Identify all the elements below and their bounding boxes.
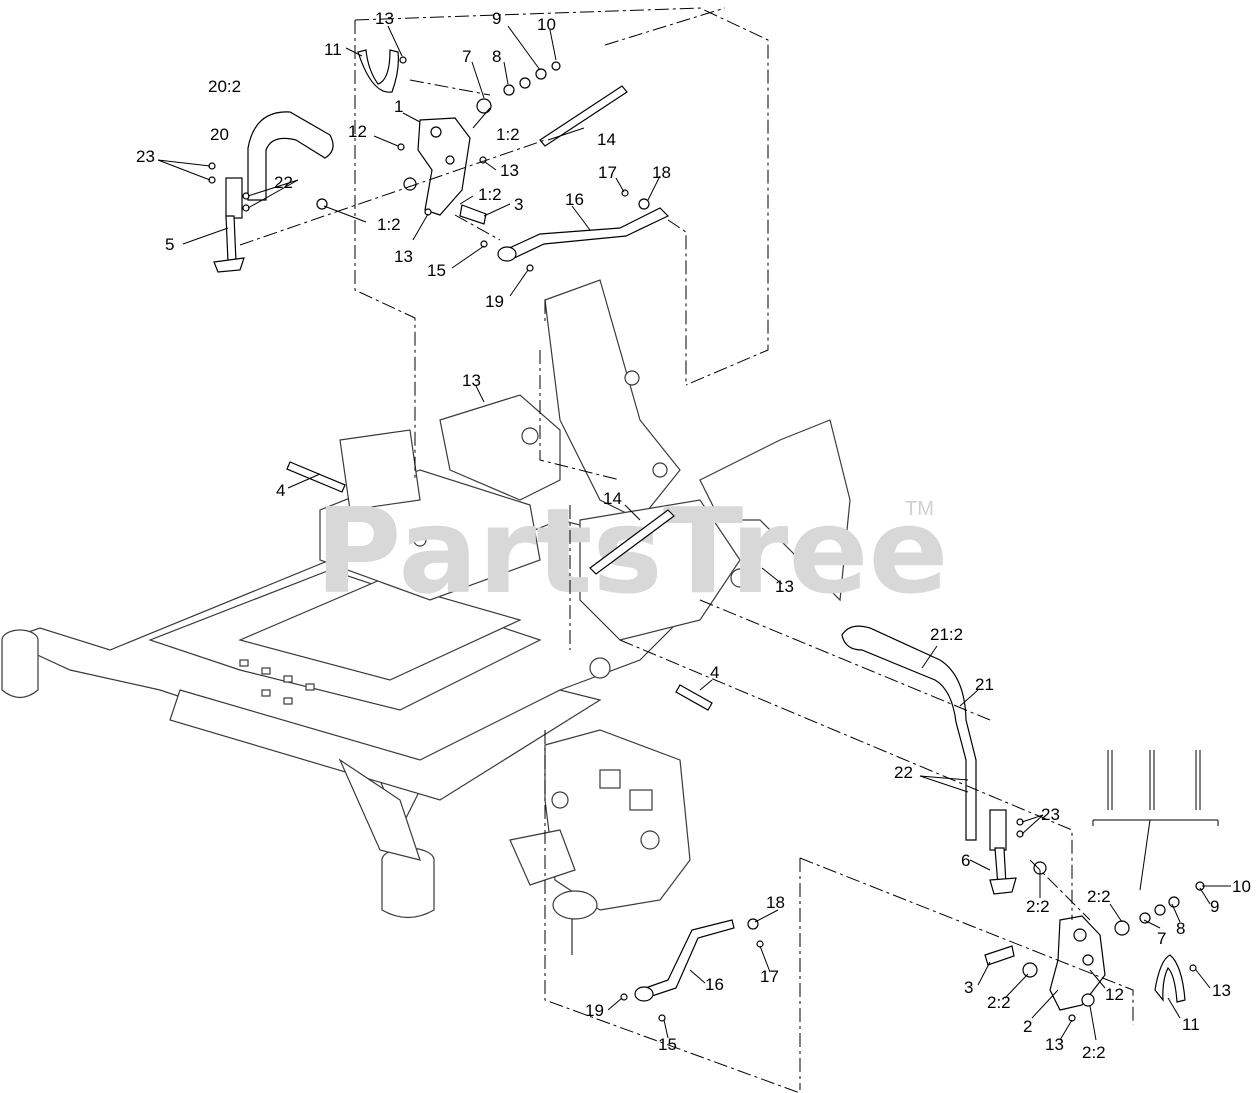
callout-label: 21 [975,675,994,694]
callout-label: 21:2 [930,625,963,644]
callout-label: 12 [348,122,367,141]
callout-label: 12 [1105,985,1124,1004]
phantom-lines [239,7,1134,1093]
callout-label: 3 [964,978,973,997]
callout-label: 9 [1210,897,1219,916]
callout-label: 1:2 [377,215,401,234]
callout-label: 1:2 [478,185,502,204]
callout-label: 20:2 [208,77,241,96]
callout-label: 4 [276,481,285,500]
callout-label: 13 [462,371,481,390]
callout-label: 4 [710,663,719,682]
callout-label: 16 [565,190,584,209]
callout-label: 2:2 [1087,887,1111,906]
callout-label: 17 [598,163,617,182]
callout-label: 11 [324,40,342,59]
callout-label: 23 [136,147,155,166]
callout-label: 19 [485,292,504,311]
callout-label: 22 [274,173,293,192]
callout-label: 10 [1232,877,1251,896]
leader-lines [157,25,1231,1041]
callout-label: 13 [1045,1035,1064,1054]
left-control-assembly [208,49,670,273]
callout-label: 1 [394,97,403,116]
callout-label: 23 [1041,805,1060,824]
right-control-assembly [286,461,1219,1022]
callout-label: 13 [1212,981,1231,1000]
frame-bolt-holes [239,370,750,705]
callout-label: 5 [165,235,174,254]
callout-label: 19 [585,1001,604,1020]
watermark-trademark: TM [905,498,934,520]
callout-label: 2:2 [1026,897,1050,916]
watermark-text: PartsTree [315,482,949,620]
callout-label: 14 [603,489,622,508]
hydraulic-pump [509,729,691,955]
callout-label: 2:2 [1082,1043,1106,1062]
callout-label: 11 [1182,1015,1200,1034]
callout-label: 7 [462,47,471,66]
callout-label: 1:2 [496,125,520,144]
callout-label: 2 [1023,1017,1032,1036]
callout-label: 13 [775,577,794,596]
callout-label: 13 [500,161,519,180]
callout-label: 16 [705,975,724,994]
callout-label: 3 [514,195,523,214]
callout-label: 13 [375,9,394,28]
callout-label: 17 [760,967,779,986]
partstree-watermark: PartsTree TM [315,482,949,620]
callout-label: 14 [597,130,616,149]
callout-label: 10 [537,15,556,34]
callout-label: 15 [427,261,446,280]
callout-label: 8 [492,47,501,66]
callout-label: 6 [961,851,970,870]
callout-label: 2:2 [987,993,1011,1012]
callout-label: 13 [394,247,413,266]
callout-label: 18 [766,893,785,912]
chassis-frame [1,279,851,919]
callout-labels: 13 11 9 10 7 8 20:2 1 12 1:2 20 14 23 13… [136,9,1251,1062]
callout-label: 20 [210,125,229,144]
callout-label: 8 [1176,919,1185,938]
callout-label: 22 [894,763,913,782]
callout-label: 15 [658,1035,677,1054]
callout-label: 7 [1157,929,1166,948]
callout-label: 9 [492,9,501,28]
callout-label: 18 [652,163,671,182]
